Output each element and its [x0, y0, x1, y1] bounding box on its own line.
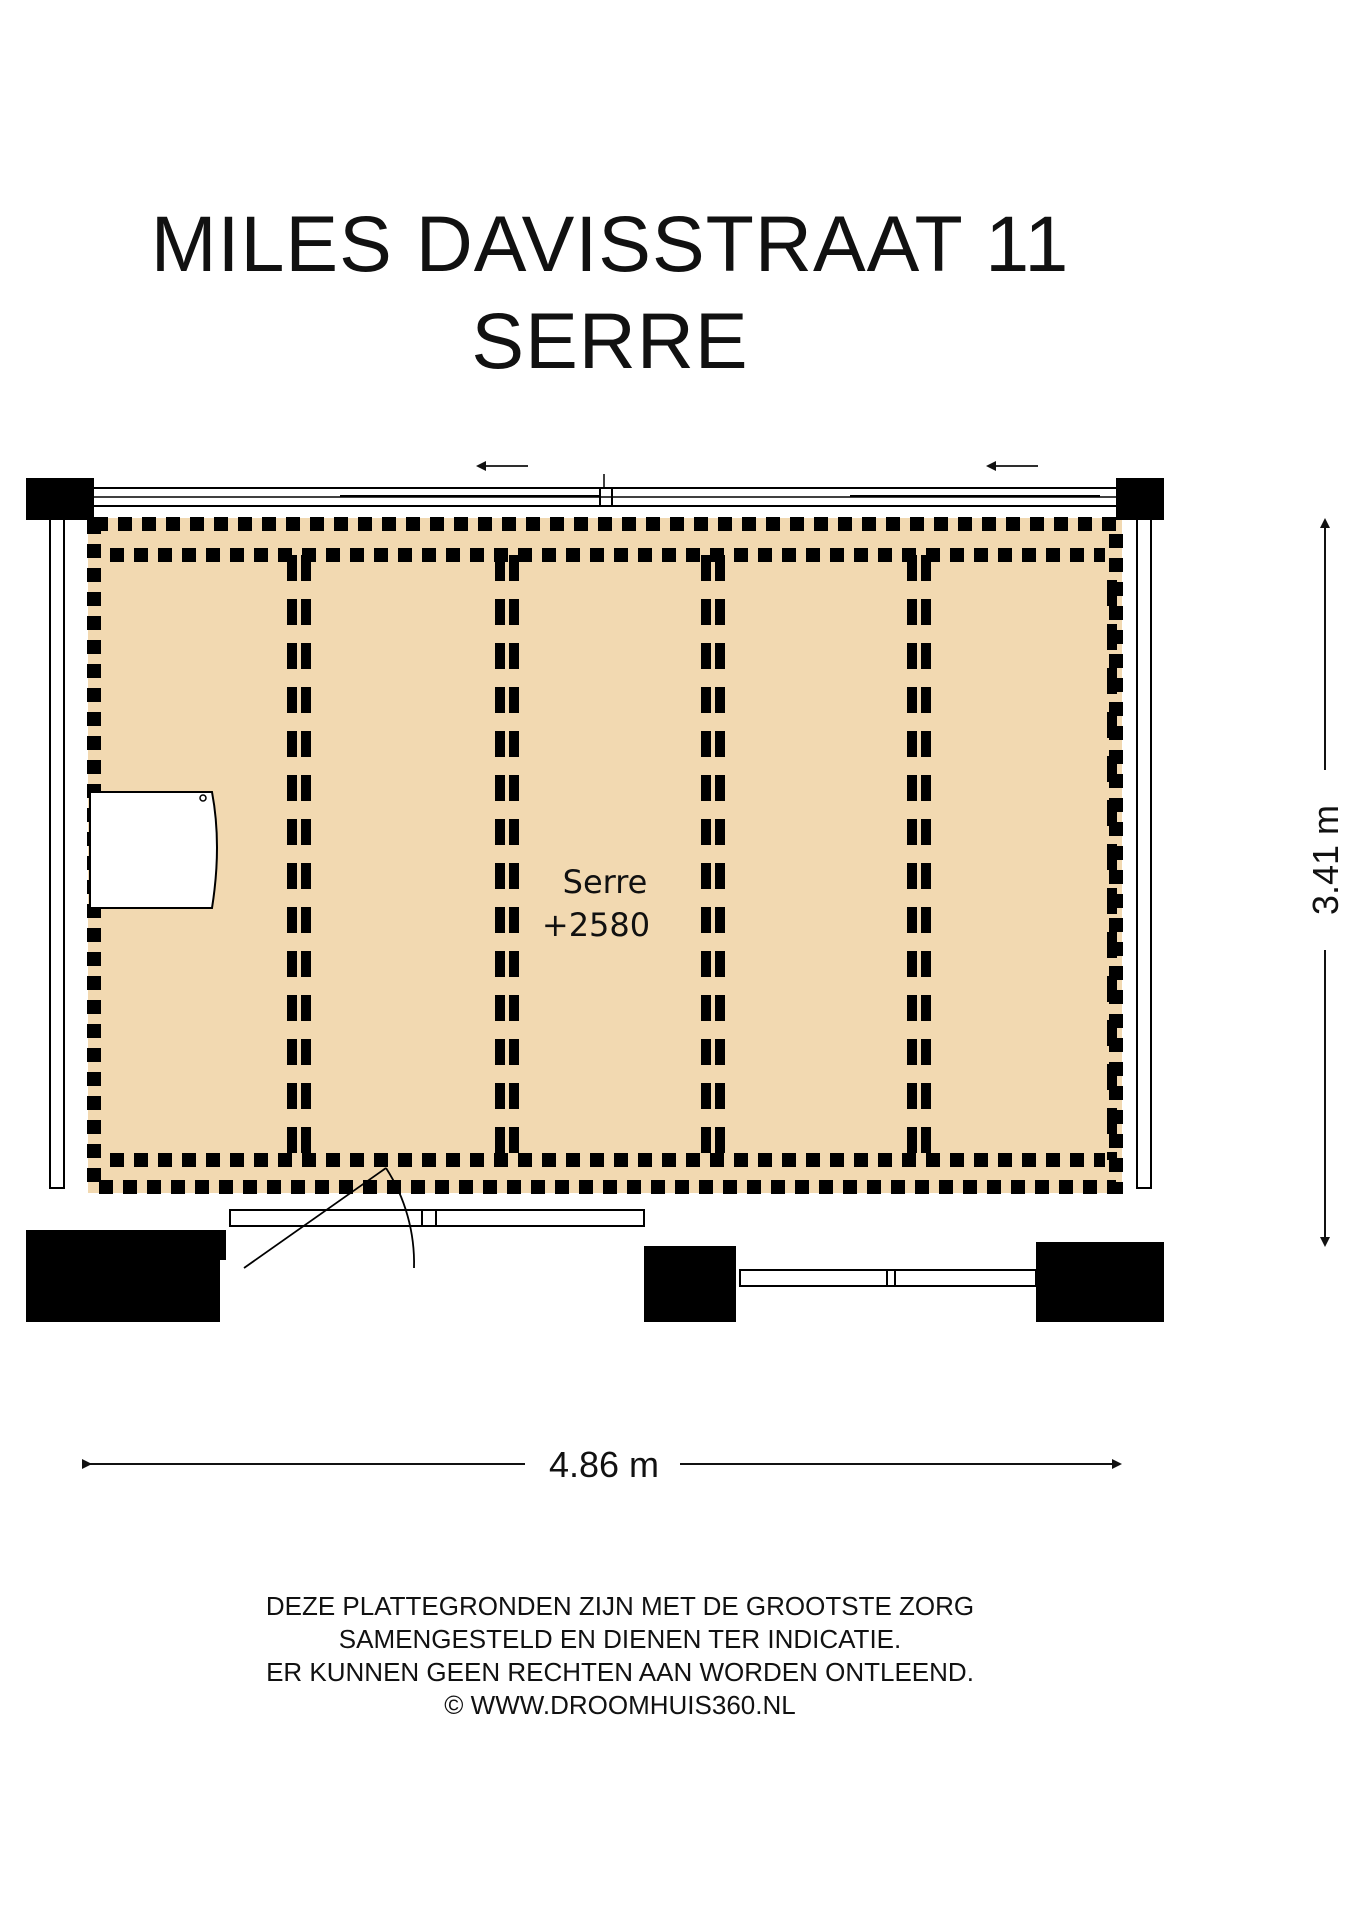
- plan-title-address: MILES DAVISSTRAAT 11: [150, 199, 1070, 288]
- disclaimer-line: SAMENGESTELD EN DIENEN TER INDICATIE.: [338, 1624, 902, 1654]
- top-window: [91, 474, 1119, 507]
- side-windows: [49, 517, 1152, 1189]
- room-name: Serre: [563, 863, 648, 901]
- bottom-window: [229, 1209, 1037, 1287]
- disclaimer-copyright: © WWW.DROOMHUIS360.NL: [444, 1690, 796, 1720]
- floor-pattern: [87, 517, 1123, 1194]
- disclaimer-line: DEZE PLATTEGRONDEN ZIJN MET DE GROOTSTE …: [265, 1591, 975, 1621]
- structural-columns: [26, 478, 1164, 1322]
- width-label: 4.86 m: [549, 1444, 659, 1485]
- door-swing: [243, 1167, 415, 1269]
- plan-title-room: SERRE: [471, 296, 749, 385]
- disclaimer: DEZE PLATTEGRONDEN ZIJN MET DE GROOTSTE …: [0, 1590, 1240, 1722]
- depth-label: 3.41 m: [1305, 805, 1346, 915]
- radiator: [89, 791, 218, 909]
- disclaimer-line: ER KUNNEN GEEN RECHTEN AAN WORDEN ONTLEE…: [266, 1657, 974, 1687]
- room-floor: [88, 518, 1122, 1193]
- floor-plan: Serre +2580 4.86 m 3.41 m: [26, 461, 1346, 1485]
- room-level: +2580: [542, 906, 650, 944]
